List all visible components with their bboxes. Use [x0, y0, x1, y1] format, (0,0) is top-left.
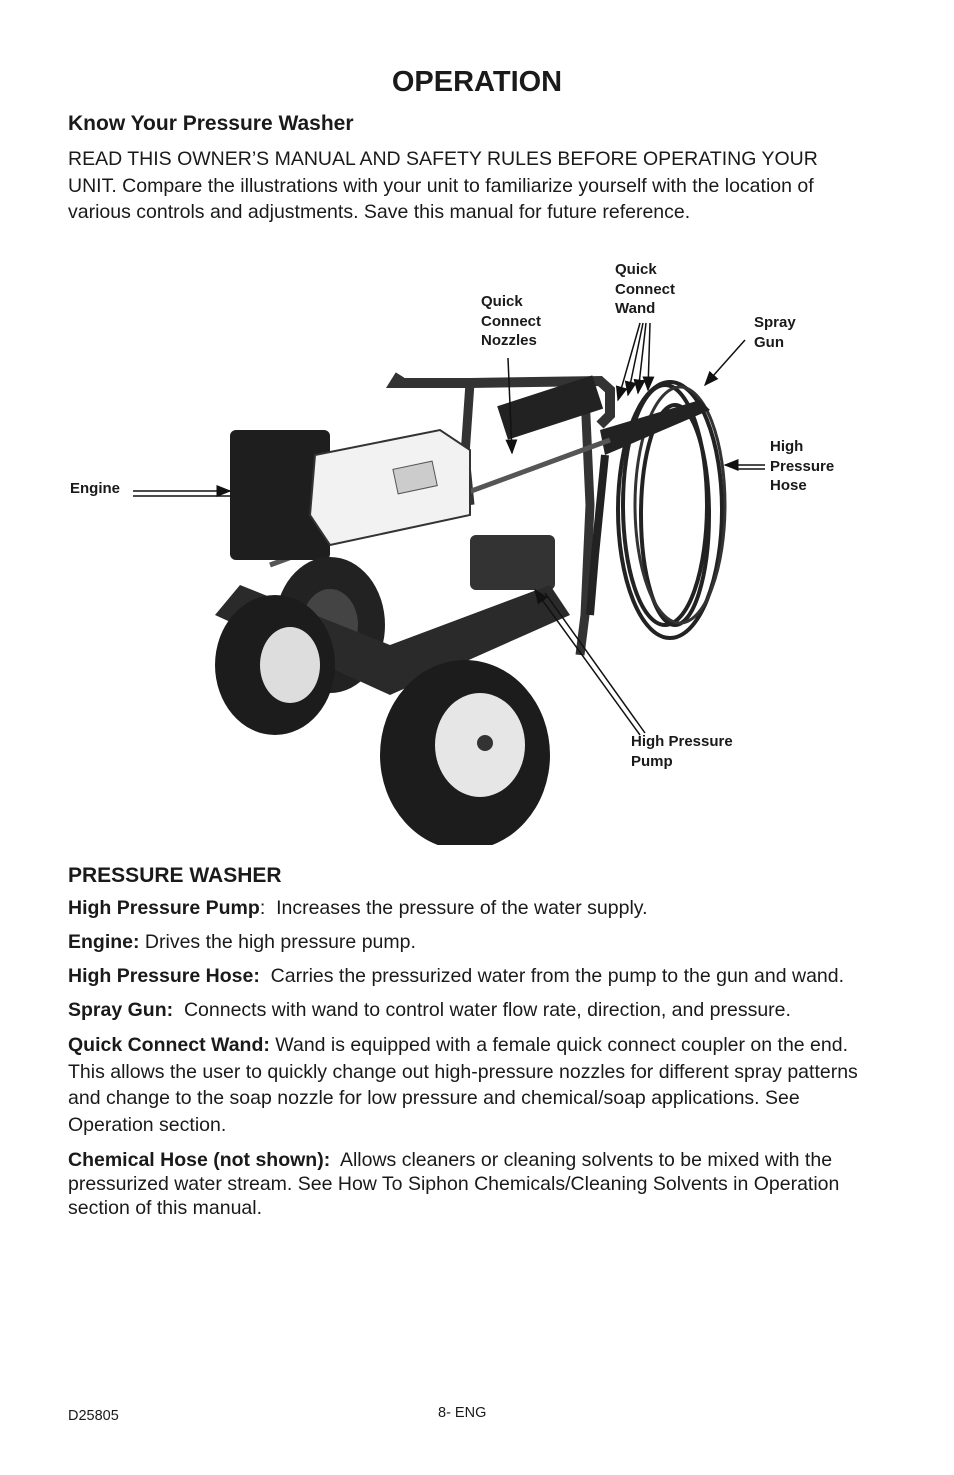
- frame-logo-plate: [497, 375, 604, 440]
- wand-arrow-3: [633, 322, 647, 395]
- document-number: D25805: [68, 1408, 119, 1424]
- wand-arrow-4: [642, 322, 655, 392]
- definition-spray-gun: Spray Gun: Connects with wand to control…: [68, 999, 791, 1021]
- engine-block: [230, 430, 330, 560]
- page-title: OPERATION: [391, 66, 563, 98]
- wand-arrow-2: [624, 322, 644, 397]
- pump-block: [470, 535, 555, 590]
- section-heading: Know Your Pressure Washer: [68, 112, 354, 135]
- wand-arrow-1: [615, 322, 641, 402]
- callout-high-pressure-hose: High Pressure Hose: [770, 438, 835, 494]
- intro-paragraph: READ THIS OWNER’S MANUAL AND SAFETY RULE…: [68, 148, 818, 223]
- definition-quick-connect-wand: Quick Connect Wand: Wand is equipped wit…: [68, 1034, 858, 1136]
- components-heading: PRESSURE WASHER: [68, 864, 282, 887]
- definition-high-pressure-hose: High Pressure Hose: Carries the pressuri…: [68, 965, 845, 987]
- callout-quick-connect-wand: Quick Connect Wand: [615, 261, 675, 317]
- pump-arrow: [534, 588, 641, 736]
- callout-quick-connect-nozzles: Quick Connect Nozzles: [481, 293, 541, 349]
- fuel-tank: [308, 428, 471, 547]
- frame-right-upright: [575, 394, 595, 656]
- pressure-washer-figure: Engine Quick Connect Nozzles Quick Conne…: [0, 255, 954, 845]
- callout-high-pressure-pump: High Pressure Pump: [631, 733, 733, 770]
- spray-gun-arrow: [704, 339, 746, 387]
- definition-engine: Engine: Drives the high pressure pump.: [68, 931, 416, 953]
- callout-engine: Engine: [70, 480, 121, 497]
- frame-handle: [385, 372, 615, 429]
- nozzles-arrow: [505, 357, 518, 455]
- callout-spray-gun: Spray Gun: [754, 314, 796, 351]
- definition-chemical-hose: Chemical Hose (not shown): Allows cleane…: [68, 1149, 840, 1219]
- spray-gun: [600, 400, 710, 455]
- definition-high-pressure-pump: High Pressure Pump: Increases the pressu…: [68, 897, 648, 919]
- component-definitions: High Pressure Pump: Increases the pressu…: [68, 896, 868, 1230]
- page-number: 8- ENG: [438, 1405, 487, 1421]
- pressure-washer-illustration: [133, 322, 765, 845]
